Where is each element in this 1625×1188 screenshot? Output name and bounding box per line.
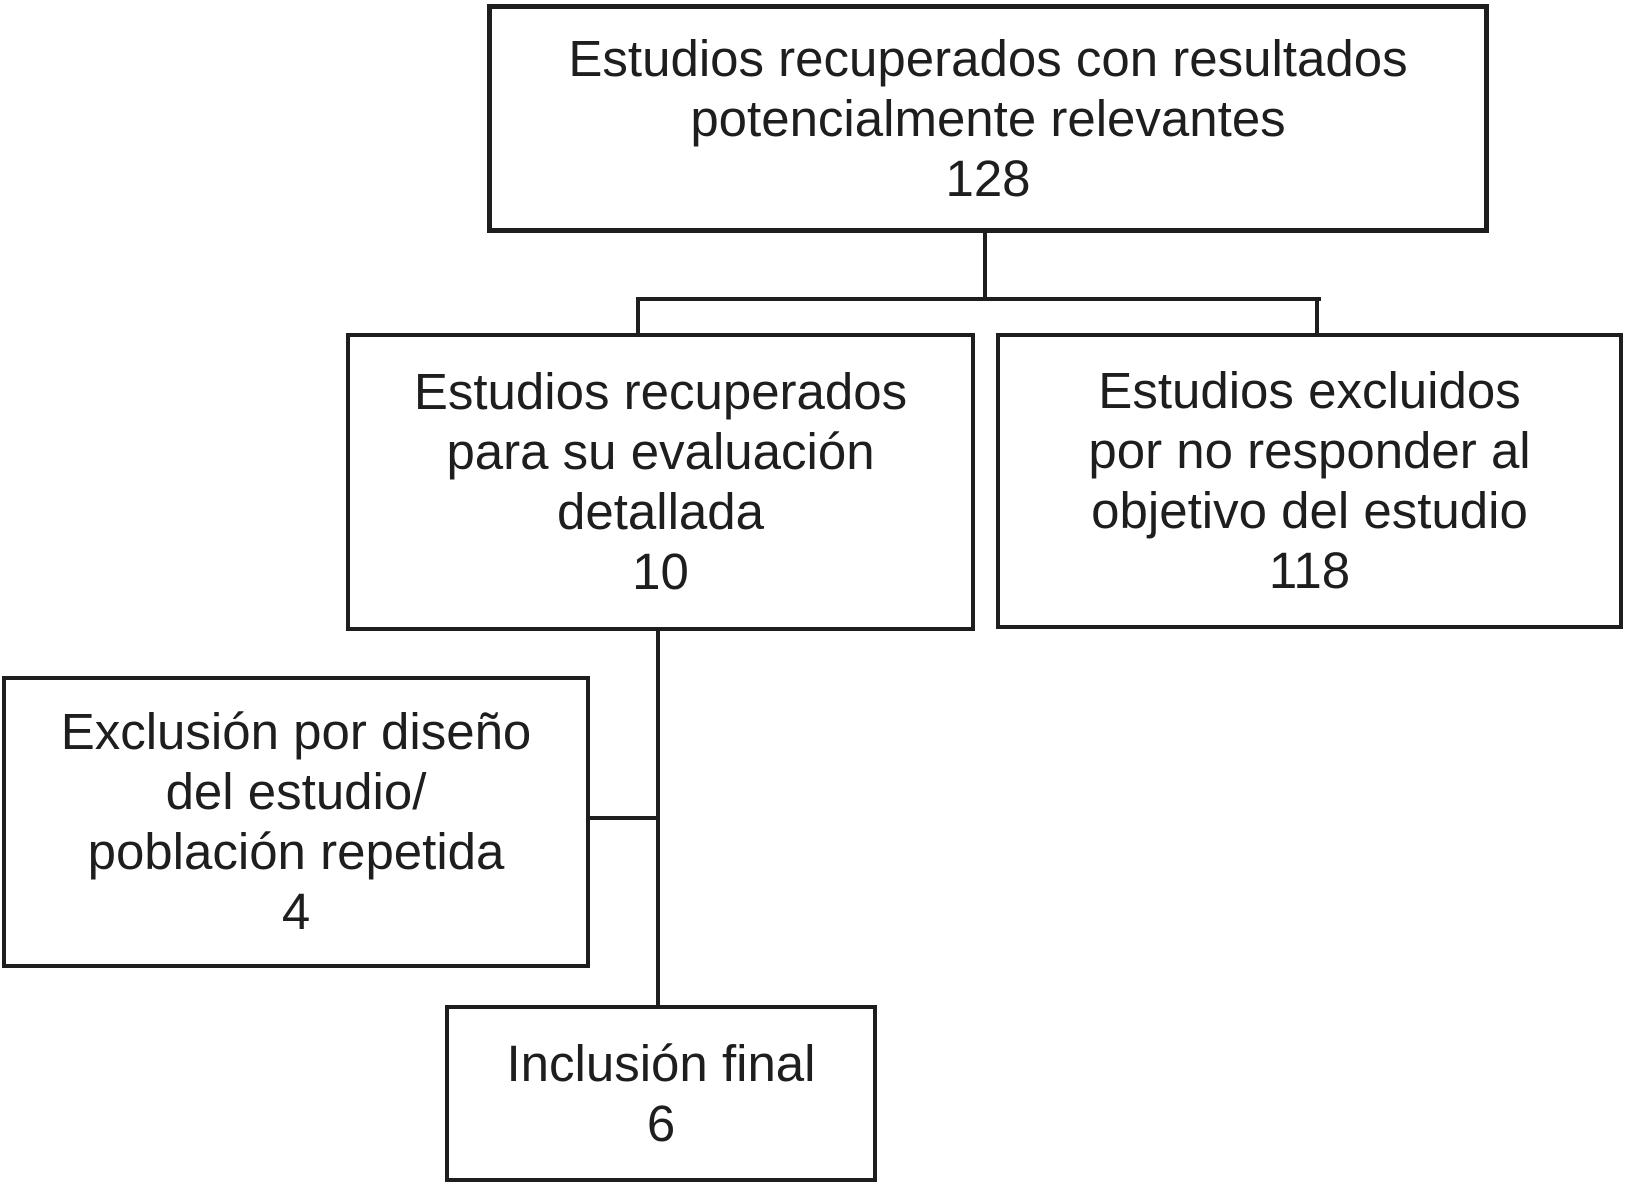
box-excluded-studies-line: por no responder al [1088,422,1531,479]
box-excluded-studies-line: objetivo del estudio [1091,482,1528,539]
connector-bracket-line [636,297,1321,301]
box-detailed-evaluation-line: detallada [556,483,764,540]
box-excluded-studies-count: 118 [1268,542,1351,599]
connector-bracket-left-drop-line [636,297,640,337]
box-detailed-evaluation-line: para su evaluación [446,423,875,480]
box-retrieved-studies-count: 128 [945,149,1031,207]
connector-design-branch-line [590,816,658,820]
box-final-inclusion: Inclusión final 6 [445,1005,877,1182]
box-design-exclusion: Exclusión por diseño del estudio/ poblac… [2,676,590,968]
connector-evaluation-to-final-line [656,631,660,1007]
box-final-inclusion-line: Inclusión final [506,1034,816,1092]
connector-top-stem-line [983,233,987,299]
box-detailed-evaluation-count: 10 [632,543,689,600]
box-design-exclusion-line: del estudio/ [165,763,427,820]
box-final-inclusion-count: 6 [646,1094,676,1152]
box-retrieved-studies-line: potencialmente relevantes [690,89,1286,147]
box-detailed-evaluation: Estudios recuperados para su evaluación … [346,333,975,631]
box-excluded-studies-line: Estudios excluidos [1098,362,1521,419]
box-excluded-studies: Estudios excluidos por no responder al o… [996,333,1623,629]
box-detailed-evaluation-line: Estudios recuperados [413,363,908,420]
box-retrieved-studies-line: Estudios recuperados con resultados [568,29,1408,87]
box-retrieved-studies: Estudios recuperados con resultados pote… [487,4,1489,233]
connector-bracket-right-drop-line [1315,297,1319,337]
box-design-exclusion-count: 4 [281,883,311,940]
box-design-exclusion-line: población repetida [87,823,505,880]
box-design-exclusion-line: Exclusión por diseño [60,703,532,760]
